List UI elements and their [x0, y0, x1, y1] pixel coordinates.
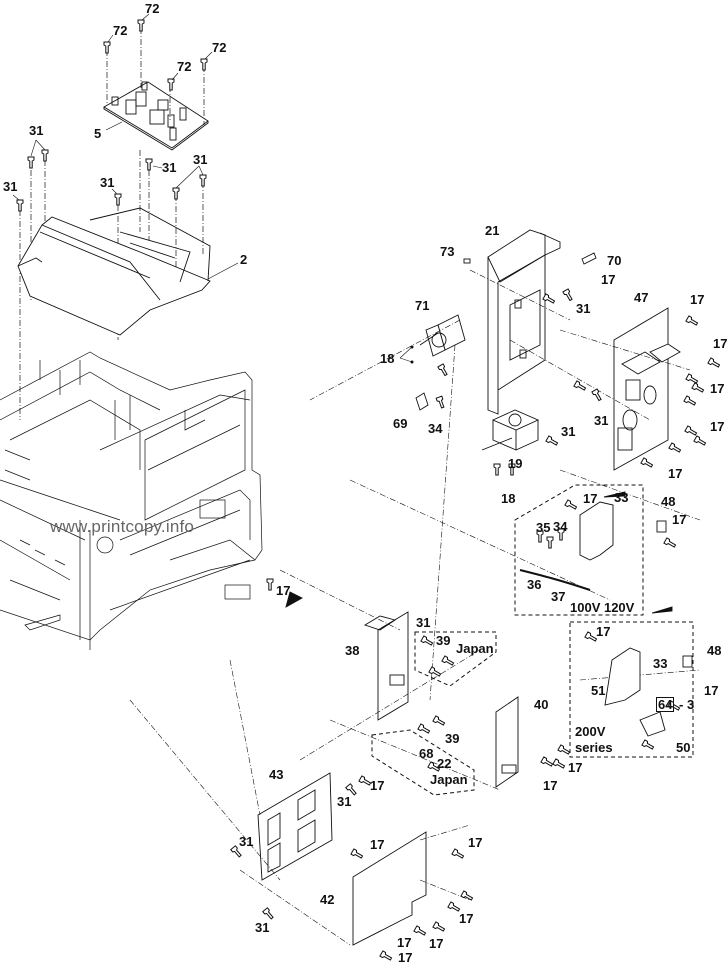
- callout-31: 31: [255, 920, 270, 935]
- callout-31: 31: [29, 123, 44, 138]
- callout-2: 2: [240, 252, 248, 267]
- callout-31: 31: [100, 175, 115, 190]
- callout-17: 17: [370, 778, 385, 793]
- callout-64-boxed: 64: [656, 697, 675, 712]
- callout-68: 68: [419, 746, 434, 761]
- callout-17: 17: [690, 292, 705, 307]
- callout-48: 48: [661, 494, 676, 509]
- psu-board-47: [613, 307, 681, 471]
- callout-17: 17: [459, 911, 474, 926]
- cover-42: [352, 831, 427, 946]
- callout-51: 51: [591, 683, 606, 698]
- callout-17: 17: [668, 466, 683, 481]
- callout-73: 73: [440, 244, 455, 259]
- callout-17: 17: [596, 624, 611, 639]
- region-label-100v-120v: 100V 120V: [570, 600, 635, 615]
- callout-72: 72: [212, 40, 227, 55]
- callout-33: 33: [653, 656, 668, 671]
- callout-39: 39: [436, 633, 451, 648]
- callout-72: 72: [177, 59, 192, 74]
- callout-72: 72: [145, 1, 160, 16]
- callout-17: 17: [276, 583, 291, 598]
- callout-31: 31: [3, 179, 18, 194]
- callout-31: 31: [337, 794, 352, 809]
- callout-17: 17: [710, 381, 725, 396]
- callout-17: 17: [468, 835, 483, 850]
- callout-5: 5: [94, 126, 102, 141]
- pcb-board-5: [103, 81, 209, 151]
- callout-17: 17: [370, 837, 385, 852]
- fan-19: [481, 409, 540, 451]
- callout-39: 39: [445, 731, 460, 746]
- callout-71: 71: [415, 298, 430, 313]
- callout-31: 31: [193, 152, 208, 167]
- callout-21: 21: [485, 223, 500, 238]
- callout-18: 18: [380, 351, 395, 366]
- callout-17: 17: [397, 935, 412, 950]
- callout-70: 70: [607, 253, 622, 268]
- callout-17: 17: [568, 760, 583, 775]
- callout-17: 17: [704, 683, 719, 698]
- callout-17: 17: [710, 419, 725, 434]
- callout-35: 35: [536, 520, 551, 535]
- callout-37: 37: [551, 589, 566, 604]
- callout-31: 31: [576, 301, 591, 316]
- callout-33: 33: [614, 490, 629, 505]
- region-japan-top-box: [414, 631, 497, 687]
- callout-31: 31: [416, 615, 431, 630]
- callout-40: 40: [534, 697, 549, 712]
- callout-34: 34: [428, 421, 443, 436]
- callout-47: 47: [634, 290, 649, 305]
- callout-17: 17: [583, 491, 598, 506]
- callout-69: 69: [393, 416, 408, 431]
- callout-36: 36: [527, 577, 542, 592]
- callout-31: 31: [162, 160, 177, 175]
- tray-part-2: [17, 207, 211, 336]
- callout-42: 42: [320, 892, 335, 907]
- watermark: www.printcopy.info: [50, 517, 195, 536]
- callout-19: 19: [508, 456, 523, 471]
- region-label-japan-bottom: Japan: [430, 772, 468, 787]
- callout-31: 31: [239, 834, 254, 849]
- region-label-200v: 200V: [575, 724, 606, 739]
- frame-bracket-21: [487, 229, 561, 415]
- callout-17: 17: [429, 936, 444, 951]
- callout-38: 38: [345, 643, 360, 658]
- callout-17: 17: [713, 336, 728, 351]
- callout-34: 34: [553, 519, 568, 534]
- callout-18: 18: [501, 491, 516, 506]
- callout-17: 17: [543, 778, 558, 793]
- callout-43: 43: [269, 767, 284, 782]
- region-100v-120v-box: [514, 484, 644, 616]
- callout-22: 22: [437, 756, 452, 771]
- region-label-japan-top: Japan: [456, 641, 494, 656]
- plate-38: [363, 611, 409, 721]
- callout-17: 17: [398, 950, 413, 965]
- board-40: [495, 696, 519, 788]
- callout-48: 48: [707, 643, 722, 658]
- printer-main-body: [0, 351, 263, 650]
- plate-43: [257, 772, 333, 881]
- region-label-series: series: [575, 740, 613, 755]
- callout-17: 17: [601, 272, 616, 287]
- region-japan-bottom-box: [371, 729, 475, 796]
- callout-17: 17: [672, 512, 687, 527]
- callout-72: 72: [113, 23, 128, 38]
- callout-50: 50: [676, 740, 691, 755]
- fan-71: [419, 314, 466, 357]
- callout-31: 31: [561, 424, 576, 439]
- callout-3: - 3: [679, 697, 695, 712]
- callout-31: 31: [594, 413, 609, 428]
